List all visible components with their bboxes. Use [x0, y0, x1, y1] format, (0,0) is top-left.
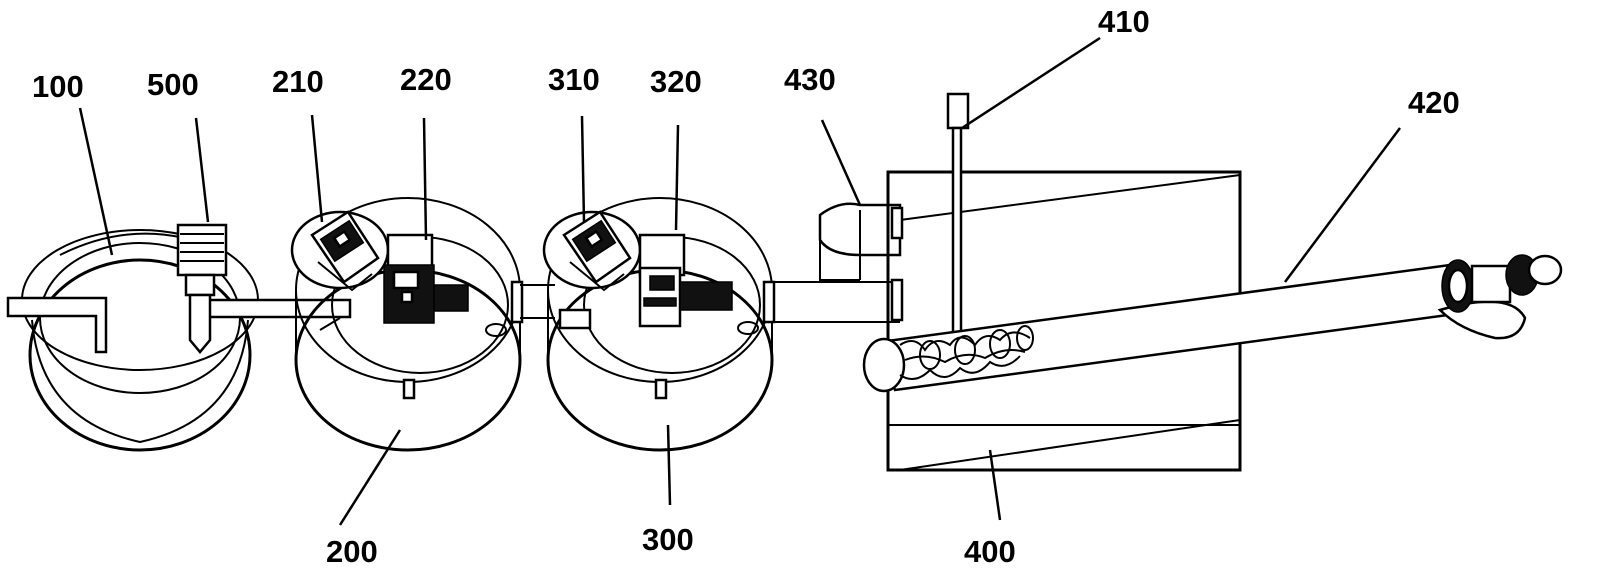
valve-500	[176, 223, 228, 354]
sensor-310	[542, 210, 642, 292]
label-500: 500	[147, 67, 199, 102]
label-400: 400	[964, 534, 1016, 569]
valve-220	[383, 233, 469, 324]
label-200: 200	[326, 534, 378, 569]
label-300: 300	[642, 522, 694, 557]
leader-310	[580, 115, 586, 223]
label-220: 220	[400, 62, 452, 97]
leader-300	[666, 424, 672, 506]
leader-430	[820, 119, 862, 206]
leader-420	[1283, 127, 1402, 283]
box-400	[886, 170, 1242, 472]
label-410: 410	[1098, 4, 1150, 39]
label-100: 100	[32, 69, 84, 104]
tank-300	[546, 197, 776, 452]
pipe-300-400	[772, 281, 900, 323]
label-320: 320	[650, 64, 702, 99]
leader-410	[961, 36, 1101, 130]
leader-100	[78, 107, 114, 256]
label-310: 310	[548, 62, 600, 97]
leader-400	[988, 449, 1002, 521]
rod-410	[946, 92, 970, 340]
pipe-200-300	[520, 284, 555, 319]
leader-210	[310, 114, 324, 223]
conveyor-420	[862, 254, 1563, 393]
leader-200	[338, 429, 402, 526]
fitting-430	[818, 202, 902, 281]
label-420: 420	[1408, 85, 1460, 120]
leader-320	[674, 124, 680, 231]
leader-500	[194, 117, 210, 223]
label-430: 430	[784, 62, 836, 97]
valve-320	[638, 233, 733, 328]
leader-lines	[78, 36, 1402, 526]
tank-200	[294, 197, 524, 452]
label-210: 210	[272, 64, 324, 99]
reference-labels: 100 500 210 220 310 320 430 410 420 200 …	[32, 4, 1460, 569]
leader-220	[422, 117, 428, 241]
sensor-210	[290, 210, 390, 292]
